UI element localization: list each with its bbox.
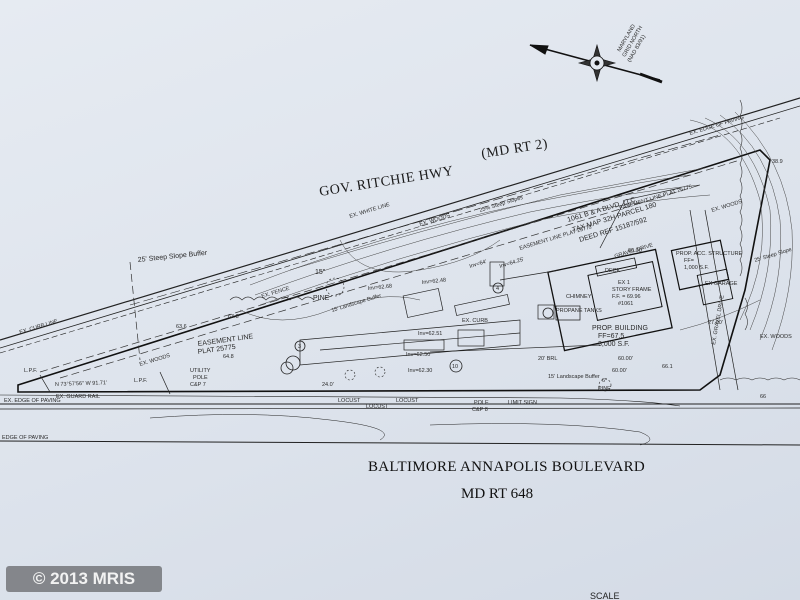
label-elev-64-8: 64.8 xyxy=(223,354,234,360)
label-lpf-1: L.P.F. xyxy=(24,368,38,374)
label-locust-1: LOCUST xyxy=(338,398,361,404)
road-baltimore-annapolis: BALTIMORE ANNAPOLIS BOULEVARD xyxy=(368,459,646,475)
label-num-4: 4 xyxy=(496,286,499,292)
scale-label: SCALE xyxy=(590,591,620,600)
north-arrow-text: MARYLAND GRID NORTH (NAD 83/91) xyxy=(617,24,648,64)
label-ex-woods-1: EX. WOODS xyxy=(419,213,451,228)
label-prop-bldg-1: PROP. BUILDING xyxy=(592,325,648,332)
property-boundary xyxy=(17,149,771,393)
label-steep-slope-buffer: 25' Steep Slope Buffer xyxy=(137,250,208,264)
label-prop-acc: PROP. ACC. STRUCTURE xyxy=(676,251,743,257)
label-edge-of-paving-left: EDGE OF PAVING xyxy=(2,435,48,441)
label-locust-3: LOCUST xyxy=(396,398,419,404)
label-propane: PROPANE TANKS xyxy=(556,308,602,314)
label-dim-9171: N 73°57'56" W 91.71' xyxy=(55,380,107,388)
boulevard-road-lines xyxy=(0,394,800,446)
label-limit-sign: LIMIT SIGN xyxy=(508,400,537,406)
label-ex-white-line: EX. WHITE LINE xyxy=(349,202,391,220)
gov-ritchie-road-lines xyxy=(0,97,800,354)
label-ex-edge-paving-low: EX. EDGE OF PAVING xyxy=(4,398,61,404)
propane-tanks xyxy=(555,305,581,321)
label-inv-1: Inv=64' xyxy=(469,259,488,270)
label-pole-2b: C&P 8 xyxy=(472,407,488,413)
road-gov-ritchie: GOV. RITCHIE HWY xyxy=(318,164,454,200)
label-dim-60b: 60.00' xyxy=(618,356,633,362)
label-ex-woods-right: EX. WOODS xyxy=(711,199,743,214)
deck xyxy=(594,257,638,277)
label-dim-27: 27.00' xyxy=(708,320,723,326)
existing-house xyxy=(587,261,663,321)
label-ex-curb-top: EX. CURB LINE xyxy=(19,318,59,335)
label-steep-slope-buffer-right: 25' Steep Slope xyxy=(754,247,793,264)
label-ex-woods-bottom-right: EX. WOODS xyxy=(760,334,792,340)
copyright-watermark: © 2013 MRIS xyxy=(6,566,162,592)
label-landscape-buffer-top: 15' Landscape Buffer xyxy=(331,293,382,314)
north-arrow-icon xyxy=(529,43,663,84)
label-lpf-2: L.P.F. xyxy=(134,378,148,384)
label-pole-1c: C&P 7 xyxy=(190,382,206,388)
label-prop-bldg-2: FF=67.5 xyxy=(598,333,624,340)
label-pole-1b: POLE xyxy=(193,375,208,381)
label-landscape-buffer-low: 15' Landscape Buffer xyxy=(548,374,600,380)
label-ex-garage: EX GARAGE xyxy=(705,281,738,287)
label-pole-2: POLE xyxy=(474,400,489,406)
label-elev-66-right: 66 xyxy=(760,394,766,400)
label-prop-bldg-3: 3,000 S.F. xyxy=(598,341,630,348)
label-ex-guard-rail: EX. GUARD RAIL xyxy=(56,394,100,400)
label-num-3: 3 xyxy=(298,344,301,350)
label-dim-60c: 60.00' xyxy=(612,368,627,374)
parking-structures xyxy=(39,187,739,395)
label-chimney: CHIMNEY xyxy=(566,294,592,300)
label-ex-house-1: EX 1 xyxy=(618,280,630,286)
middle-annotations: 15" PINE Inv=62.68 Inv=62.48 15' Landsca… xyxy=(139,159,783,400)
label-elev-63-6: 63.6 xyxy=(176,324,187,330)
parcel-info: EASEMENT LINE PLAT 25775 1061 B & A BLVD… xyxy=(469,184,792,340)
label-ex-house-3: F.F. = 69.96 xyxy=(612,294,641,300)
tree-lines xyxy=(229,99,800,381)
label-ex-curb-lower: EX. CURB xyxy=(462,318,488,324)
label-prop-acc-sf: 1,000 S.F. xyxy=(684,265,709,271)
label-inv-3: Inv=62.68 xyxy=(368,283,393,292)
label-twenty-brl: 20' BRL xyxy=(538,356,557,362)
numbered-markers xyxy=(280,282,554,375)
label-inv-2: Inv=64.25' xyxy=(499,257,525,270)
road-md-rt-2: (MD RT 2) xyxy=(480,137,549,162)
road-md-rt-648: MD RT 648 xyxy=(461,486,534,502)
label-pine-1b: PINE xyxy=(313,295,330,302)
label-inv-5: Inv=62.51 xyxy=(418,331,442,337)
label-dim-24: 24.0' xyxy=(322,382,334,388)
label-ex-house-4: #1061 xyxy=(618,301,633,307)
lower-annotations: N 73°57'56" W 91.71' L.P.F. L.P.F. UTILI… xyxy=(2,356,627,441)
label-inv-6: Inv=62.50 xyxy=(406,352,430,358)
label-ex-woods-left: EX. WOODS xyxy=(139,353,171,368)
label-num-10: 10 xyxy=(452,364,458,370)
label-elev-66-1: 66.1 xyxy=(662,364,673,370)
label-pine-2: 6" xyxy=(602,378,607,384)
label-pole-1: UTILITY xyxy=(190,368,211,374)
label-ex-house-2: STORY FRAME xyxy=(612,287,652,293)
label-inv-4: Inv=62.48 xyxy=(422,277,447,286)
existing-garage xyxy=(696,268,734,306)
label-pine-2b: PINE xyxy=(598,386,611,392)
label-inv-7: Inv=62.30 xyxy=(408,368,432,374)
tree-symbols xyxy=(325,277,612,392)
label-pine-1: 15" xyxy=(315,269,326,276)
inner-setback-lines xyxy=(39,159,741,379)
label-prop-acc-ff: FF= xyxy=(684,258,694,264)
label-ex-edge-paving-top: EX. EDGE OF PAVING xyxy=(689,115,745,137)
label-locust-2: LOCUST xyxy=(366,404,389,410)
label-dim-60a: 60.00' xyxy=(628,248,643,254)
label-elev-38-9: 38.9 xyxy=(772,159,783,165)
label-deck: DECK xyxy=(605,268,621,274)
label-elev-63-8: 63.8 xyxy=(228,314,239,320)
